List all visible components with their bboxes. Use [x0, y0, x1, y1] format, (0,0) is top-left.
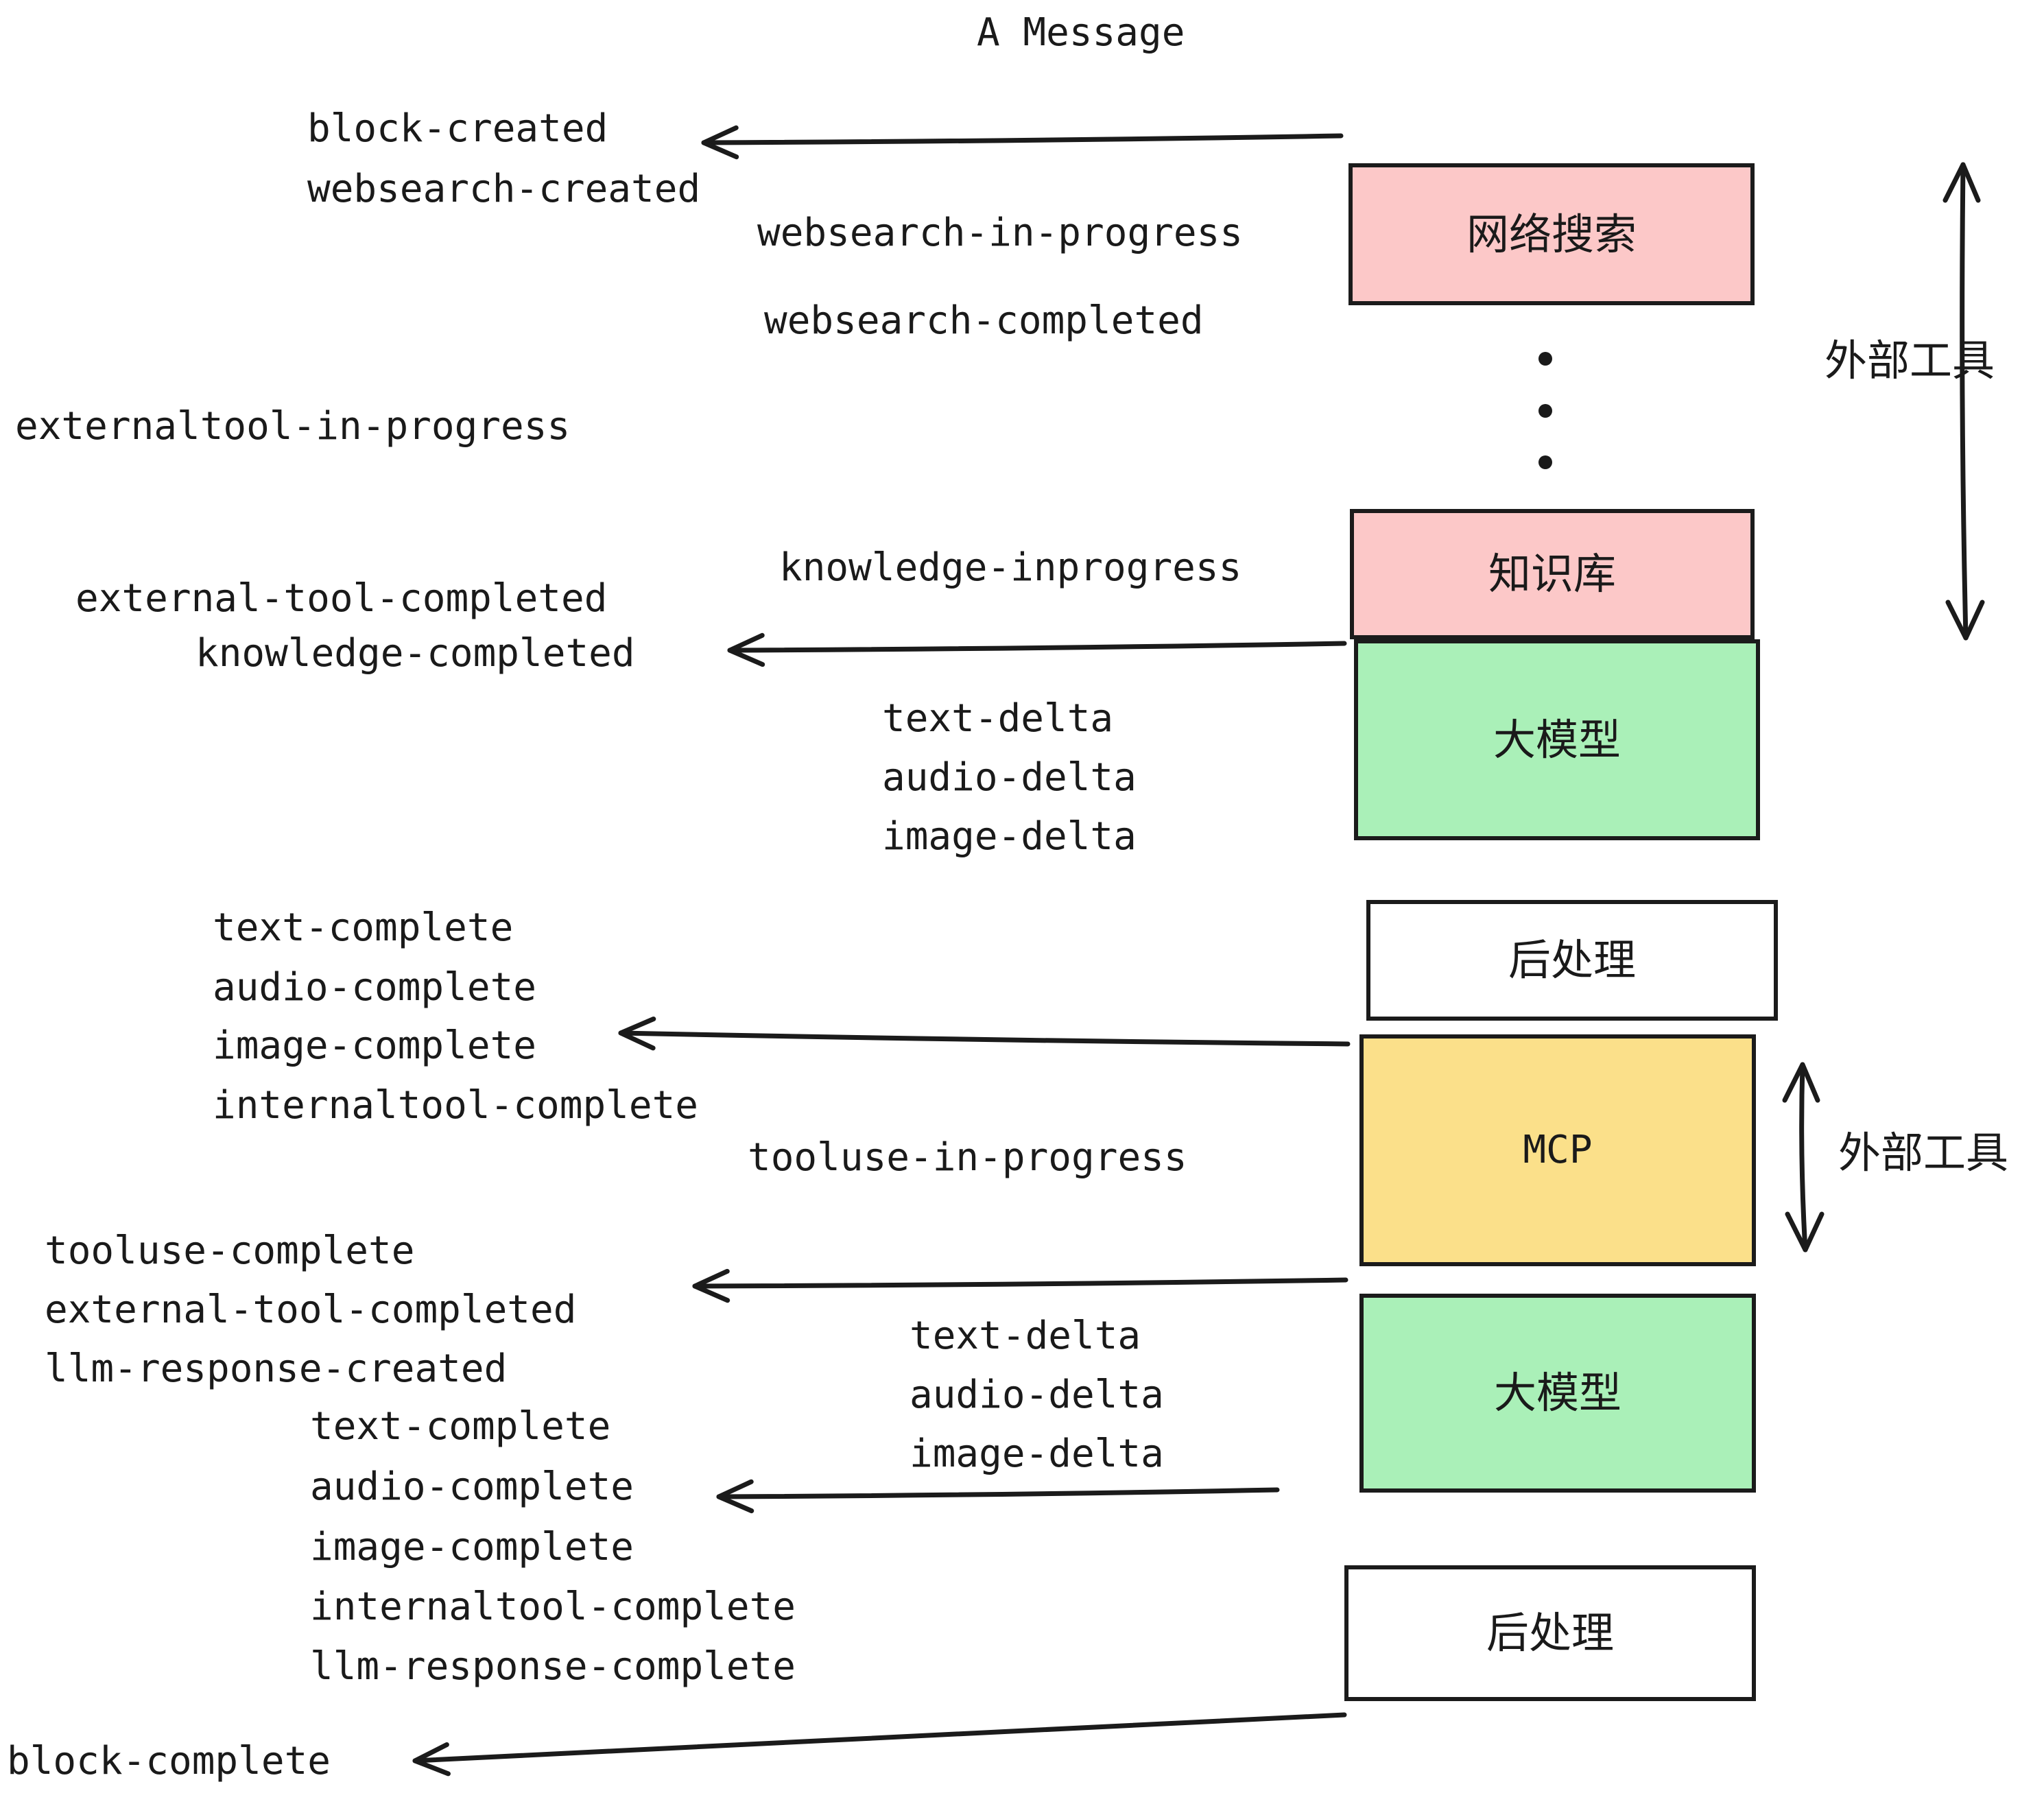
- external-tool-label-external-tool-bottom: 外部工具: [1838, 1128, 2009, 1178]
- event-label-externaltool-in-progress: externaltool-in-progress: [15, 404, 571, 449]
- event-label-websearch-completed: websearch-completed: [764, 298, 1204, 343]
- event-label-external-tool-completed-2: external-tool-completed: [45, 1287, 577, 1332]
- event-label-internaltool-complete-1: internaltool-complete: [213, 1083, 699, 1128]
- vertical-ellipsis-dot: [1538, 352, 1552, 366]
- process-box-label-knowledge: 知识库: [1488, 549, 1616, 599]
- arrow-websearch-to-block-created-line: [701, 133, 1344, 145]
- process-box-label-llm-1: 大模型: [1493, 714, 1621, 765]
- external-tool-label-external-tool-top: 外部工具: [1825, 335, 1995, 385]
- event-label-knowledge-completed: knowledge-completed: [195, 631, 635, 676]
- external-tool-top-head-down: [1945, 600, 1985, 641]
- event-label-audio-delta-2: audio-delta: [910, 1373, 1164, 1417]
- event-label-image-complete-2: image-complete: [310, 1525, 634, 1569]
- event-label-image-delta-1: image-delta: [882, 814, 1137, 859]
- event-label-audio-complete-1: audio-complete: [213, 965, 537, 1010]
- arrow-mcp-to-tooluse-complete-head: [692, 1268, 730, 1303]
- process-box-llm-1[interactable]: 大模型: [1354, 639, 1760, 840]
- event-label-text-complete-2: text-complete: [310, 1404, 611, 1449]
- event-label-text-delta-1: text-delta: [882, 696, 1114, 741]
- event-label-text-complete-1: text-complete: [213, 905, 514, 950]
- event-label-image-delta-2: image-delta: [910, 1432, 1164, 1476]
- event-label-websearch-in-progress: websearch-in-progress: [757, 211, 1244, 255]
- arrow-llm1-to-image-complete-line: [618, 1030, 1351, 1047]
- arrow-llm2-to-audio-complete-line: [716, 1487, 1280, 1499]
- external-tool-bottom-head-up: [1782, 1062, 1820, 1103]
- event-label-text-delta-2: text-delta: [910, 1314, 1141, 1358]
- event-label-audio-delta-1: audio-delta: [882, 755, 1137, 800]
- event-label-block-complete: block-complete: [7, 1739, 331, 1783]
- arrow-websearch-to-block-created-head: [701, 125, 739, 160]
- process-box-post-1[interactable]: 后处理: [1366, 900, 1778, 1021]
- event-label-image-complete-1: image-complete: [213, 1023, 537, 1068]
- event-label-internaltool-complete-2: internaltool-complete: [310, 1585, 796, 1629]
- event-label-tooluse-in-progress: tooluse-in-progress: [748, 1135, 1187, 1180]
- process-box-label-post-1: 后处理: [1508, 935, 1636, 985]
- event-label-llm-response-complete: llm-response-complete: [310, 1644, 796, 1689]
- external-tool-top-shaft: [1960, 162, 1969, 641]
- vertical-ellipsis-dot: [1538, 455, 1552, 469]
- process-box-label-mcp: MCP: [1523, 1128, 1593, 1172]
- event-label-tooluse-complete: tooluse-complete: [45, 1229, 415, 1273]
- arrow-knowledge-to-knowledge-completed-line: [727, 641, 1347, 653]
- event-label-block-created: block-created: [307, 106, 608, 151]
- process-box-mcp[interactable]: MCP: [1359, 1034, 1756, 1266]
- event-label-llm-response-created: llm-response-created: [45, 1346, 508, 1391]
- event-label-websearch-created: websearch-created: [307, 167, 701, 211]
- external-tool-top-head-up: [1942, 162, 1981, 203]
- process-box-label-websearch: 网络搜索: [1466, 209, 1637, 259]
- arrow-post2-to-block-complete-head: [412, 1742, 451, 1777]
- process-box-label-post-2: 后处理: [1486, 1608, 1614, 1658]
- arrow-knowledge-to-knowledge-completed-head: [727, 632, 765, 667]
- arrow-mcp-to-tooluse-complete-line: [692, 1277, 1348, 1289]
- arrow-llm2-to-audio-complete-head: [716, 1479, 754, 1514]
- vertical-ellipsis-dot: [1538, 404, 1552, 418]
- process-box-post-2[interactable]: 后处理: [1344, 1565, 1756, 1701]
- arrow-llm1-to-image-complete-head: [618, 1017, 656, 1051]
- event-label-audio-complete-2: audio-complete: [310, 1464, 634, 1509]
- page-title: A Message: [977, 10, 1185, 55]
- event-label-knowledge-inprogress: knowledge-inprogress: [779, 545, 1242, 590]
- process-box-label-llm-2: 大模型: [1493, 1368, 1621, 1418]
- process-box-knowledge[interactable]: 知识库: [1350, 509, 1755, 639]
- external-tool-bottom-head-down: [1785, 1211, 1825, 1253]
- process-box-websearch[interactable]: 网络搜索: [1348, 163, 1755, 305]
- arrow-post2-to-block-complete-line: [412, 1712, 1347, 1764]
- process-box-llm-2[interactable]: 大模型: [1359, 1294, 1756, 1493]
- external-tool-bottom-shaft: [1799, 1062, 1808, 1253]
- event-label-external-tool-completed-1: external-tool-completed: [75, 576, 608, 621]
